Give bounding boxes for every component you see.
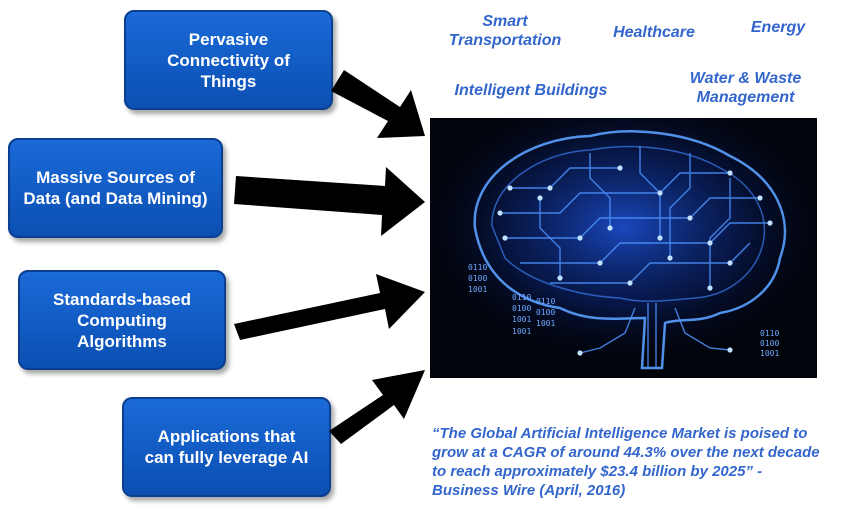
- domain-energy: Energy: [750, 19, 806, 36]
- ai-brain-image: 0110 0100 1001 0110 0100 1001 0110 0100 …: [430, 118, 817, 378]
- binary-text: 0100: [760, 339, 779, 348]
- binary-text: 0110: [468, 263, 487, 272]
- binary-text: 1001: [760, 349, 779, 358]
- driver-label: Applications that can fully leverage AI: [144, 427, 309, 467]
- binary-text: 1001: [512, 327, 531, 336]
- binary-text: 1001: [468, 285, 487, 294]
- driver-label: Standards-based Computing Algorithms: [53, 289, 191, 351]
- binary-text: 1001: [536, 319, 555, 328]
- arrow-4: [329, 370, 425, 444]
- binary-text: 0100: [468, 274, 487, 283]
- driver-box-applications: Applications that can fully leverage AI: [122, 397, 331, 497]
- binary-text: 0100: [512, 304, 531, 313]
- driver-box-algorithms: Standards-based Computing Algorithms: [18, 270, 226, 370]
- binary-text: 1001: [512, 315, 531, 324]
- domain-smart-transportation: Smart Transportation: [448, 13, 562, 49]
- arrow-3: [234, 274, 425, 340]
- binary-text: 0100: [536, 308, 555, 317]
- driver-box-data: Massive Sources of Data (and Data Mining…: [8, 138, 223, 238]
- binary-text: 0110: [512, 293, 531, 302]
- driver-label: Massive Sources of Data (and Data Mining…: [23, 168, 208, 208]
- domain-water-waste: Water & Waste Management: [689, 70, 802, 106]
- arrow-2: [234, 167, 425, 236]
- driver-label: Pervasive Connectivity of Things: [167, 29, 290, 91]
- domain-healthcare: Healthcare: [613, 24, 695, 41]
- arrow-1: [331, 70, 425, 138]
- market-quote: “The Global Artificial Intelligence Mark…: [432, 425, 820, 499]
- domain-intelligent-buildings: Intelligent Buildings: [454, 82, 608, 99]
- binary-text: 0110: [760, 329, 779, 338]
- binary-text: 0110: [536, 297, 555, 306]
- driver-box-connectivity: Pervasive Connectivity of Things: [124, 10, 333, 110]
